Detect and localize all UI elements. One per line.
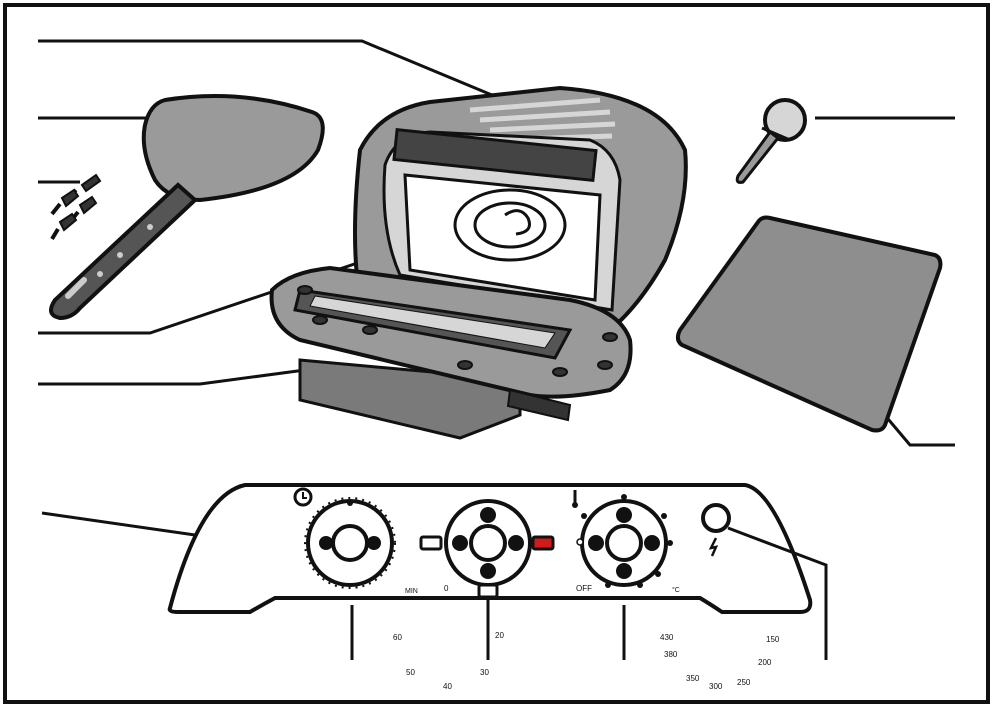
temp-mark-380: 380 <box>664 651 677 659</box>
temp-mark-250: 250 <box>737 679 750 687</box>
clock-icon <box>295 489 311 505</box>
temp-mark-150: 150 <box>766 636 779 644</box>
temp-mark-300: 300 <box>709 683 722 691</box>
timer-mark-30: 30 <box>480 669 489 677</box>
timer-mark-50: 50 <box>406 669 415 677</box>
temp-unit-label: °C <box>672 587 680 594</box>
timer-unit-label: MIN <box>405 588 418 595</box>
timer-mark-60: 60 <box>393 634 402 642</box>
temp-mark-430: 430 <box>660 634 673 642</box>
bottom-heat-icon <box>421 537 441 549</box>
both-heat-icon <box>479 585 497 597</box>
timer-mark-20: 20 <box>495 632 504 640</box>
timer-zero-label: 0 <box>444 585 448 593</box>
top-heat-icon <box>533 537 553 549</box>
temp-mark-200: 200 <box>758 659 771 667</box>
timer-mark-40: 40 <box>443 683 452 691</box>
temp-mark-350: 350 <box>686 675 699 683</box>
temp-off-label: OFF <box>576 585 592 593</box>
